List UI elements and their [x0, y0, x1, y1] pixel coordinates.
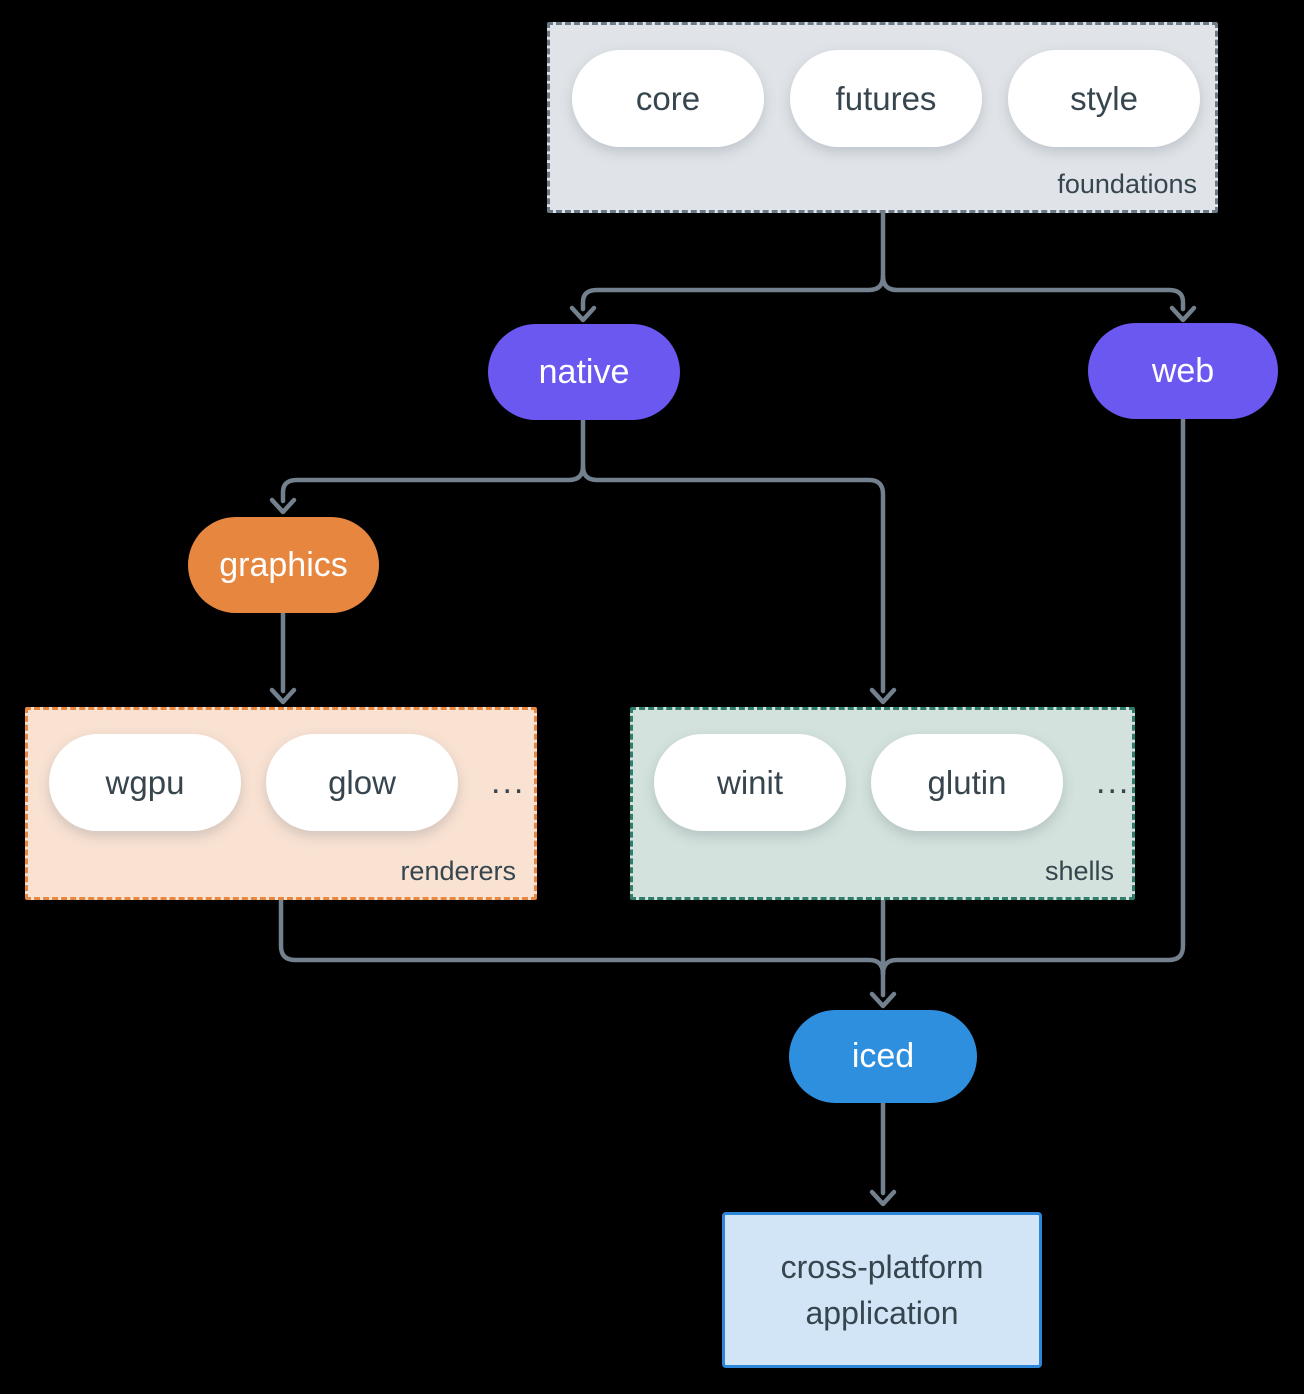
- shells-group-label: shells: [1044, 856, 1114, 886]
- foundations-pill-row: core futures style: [550, 25, 1215, 147]
- renderers-ellipsis: ...: [491, 763, 526, 801]
- node-native[interactable]: native: [488, 324, 680, 420]
- arrowhead-into-iced: [869, 991, 897, 1009]
- edge-native-shells: [580, 463, 886, 694]
- node-winit[interactable]: winit: [654, 734, 846, 831]
- group-foundations: core futures style foundations: [547, 22, 1218, 213]
- arrowhead-into-native: [569, 305, 597, 323]
- node-glutin[interactable]: glutin: [871, 734, 1063, 831]
- node-style[interactable]: style: [1008, 50, 1200, 147]
- shells-ellipsis: ...: [1096, 763, 1131, 801]
- group-renderers: wgpu glow ... renderers: [25, 707, 537, 900]
- arrowhead-into-shells: [869, 687, 897, 705]
- node-cross-platform-application[interactable]: cross-platform application: [722, 1212, 1042, 1368]
- shells-pill-row: winit glutin ...: [633, 710, 1132, 831]
- edge-native-graphics: [280, 417, 586, 504]
- edge-foundations-native: [580, 210, 886, 312]
- renderers-group-label: renderers: [400, 856, 516, 886]
- arrowhead-into-application: [869, 1189, 897, 1207]
- node-web[interactable]: web: [1088, 323, 1278, 419]
- edge-foundations-web: [880, 273, 1186, 312]
- node-core[interactable]: core: [572, 50, 764, 147]
- node-iced[interactable]: iced: [789, 1010, 977, 1103]
- arrowhead-into-renderers: [269, 687, 297, 705]
- group-shells: winit glutin ... shells: [630, 707, 1135, 900]
- node-glow[interactable]: glow: [266, 734, 458, 831]
- node-futures[interactable]: futures: [790, 50, 982, 147]
- node-graphics[interactable]: graphics: [188, 517, 379, 613]
- arrowhead-into-graphics: [269, 497, 297, 515]
- renderers-pill-row: wgpu glow ...: [28, 710, 534, 831]
- edge-renderers-iced: [278, 897, 886, 977]
- foundations-group-label: foundations: [1057, 169, 1197, 199]
- node-wgpu[interactable]: wgpu: [49, 734, 241, 831]
- arrowhead-into-web: [1169, 305, 1197, 323]
